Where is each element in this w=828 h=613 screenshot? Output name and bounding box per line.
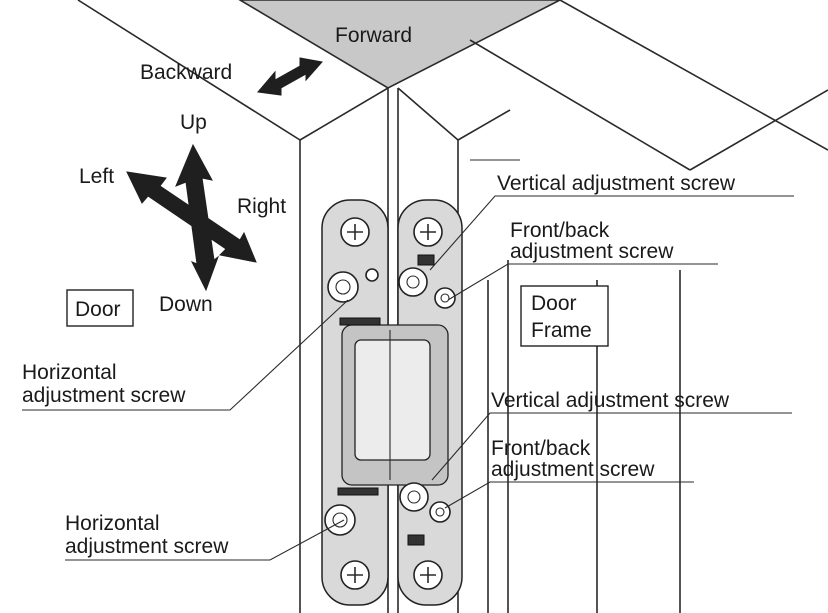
horizontal-screw-top-label-line1: Horizontal [22,361,117,384]
horizontal-screw-bottom-label-line1: Horizontal [65,512,160,535]
left-right-arrow [126,171,257,263]
vertical-screw-bottom-label: Vertical adjustment screw [491,389,730,412]
frontback-screw-top-label-line2: adjustment screw [510,240,674,263]
horizontal-screw-top-label-line2: adjustment screw [22,384,186,407]
callout-leaders [22,195,794,561]
down-label: Down [159,293,213,316]
door-frame-label-line2: Frame [531,319,592,342]
hinge-assembly [321,199,463,606]
door-label: Door [75,298,121,321]
frontback-screw-bottom-label-line2: adjustment screw [491,458,655,481]
frontback-screw-bottom-label-line1: Front/back [491,437,591,460]
door-box [66,289,134,327]
forward-backward-arrow [257,57,323,96]
right-label: Right [237,195,286,218]
vertical-screw-top-label: Vertical adjustment screw [497,172,736,195]
forward-label: Forward [335,24,412,47]
top-shaded-plane [238,0,561,89]
frontback-screw-top-label-line1: Front/back [510,219,610,242]
backward-label: Backward [140,61,232,84]
left-label: Left [79,165,114,188]
door-frame-label-line1: Door [531,292,577,315]
door-frame-box [520,285,609,347]
horizontal-screw-bottom-label-line2: adjustment screw [65,535,229,558]
up-label: Up [180,111,207,134]
